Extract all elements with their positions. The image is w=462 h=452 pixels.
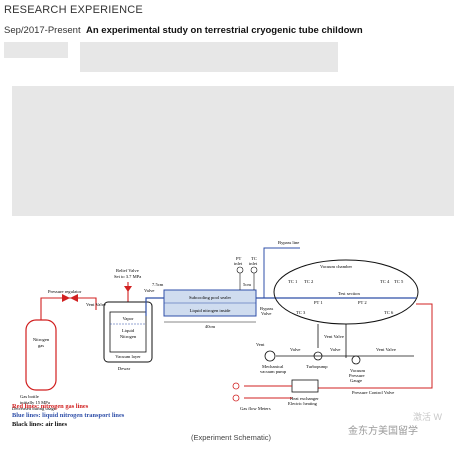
tc1-label: TC 1 (288, 279, 298, 284)
mech-pump (264, 350, 276, 362)
gas-bottle (25, 319, 57, 391)
dim-5-label: 5cm (243, 282, 251, 287)
gas-label-2: gas (38, 343, 44, 348)
tc2-label: TC 2 (304, 279, 314, 284)
entry-date: Sep/2017-Present (4, 25, 81, 36)
watermark-bottom: 金东方美国留学 (348, 426, 418, 437)
vac-gauge-label-2: Pressure (349, 373, 365, 378)
section-heading: RESEARCH EXPERIENCE (4, 4, 143, 16)
ln-inside-label: Liquid nitrogen inside (190, 308, 231, 313)
gas-flow-label: Gas flow Meters (240, 406, 271, 411)
pressure-regulator-label: Pressure regulator (48, 289, 82, 294)
relief-set-label: Set to 3.7 MPa (114, 274, 141, 279)
heat-ex-label-2: Electric heating (288, 401, 318, 406)
nitrogen-inner-label: Nitrogen (120, 334, 137, 339)
valve-b-label: Valve (330, 347, 340, 352)
vac-gauge-label-1: Vacuum (350, 368, 365, 373)
watermark-top: 激活 W (413, 412, 442, 422)
subcooling-label: Subcooling pool sealer (189, 295, 232, 300)
tc4-label: TC 4 (380, 279, 390, 284)
gas-label-1: Nitrogen (33, 337, 50, 342)
valve-a-label: Valve (290, 347, 300, 352)
legend-nitrogen-gas: Red lines: nitrogen gas lines (12, 403, 89, 410)
mech-pump-label-1: Mechanical (262, 364, 284, 369)
vac-gauge-label-3: Gauge (350, 378, 362, 383)
dewar (103, 301, 153, 363)
redacted-block-small (4, 42, 68, 58)
gas-bottle-text-3: Decreased during usage (12, 406, 56, 411)
dim-40-label: 40cm (205, 324, 216, 329)
valve-label: Valve (144, 288, 154, 293)
flow-meter-2 (232, 394, 240, 402)
test-section-label: Test section (338, 291, 360, 296)
flow-meter-1 (232, 382, 240, 390)
heat-ex-label-1: Heat exchanger (290, 396, 319, 401)
legend-ln2-lines: Blue lines: liquid nitrogen transport li… (12, 412, 125, 419)
vapor-label: Vapor (123, 316, 134, 321)
redacted-block-large (12, 86, 454, 216)
dewar-label: Dewar (118, 366, 131, 371)
entry-title: An experimental study on terrestrial cry… (86, 25, 363, 36)
tc-inlet-sub: inlet (249, 261, 258, 266)
pt-inlet-label: PT (236, 256, 242, 261)
figure-caption: (Experiment Schematic) (190, 433, 272, 442)
pt-inlet-sub: inlet (234, 261, 243, 266)
bypass-line (256, 247, 300, 299)
dim-75-label: 7.5cm (152, 282, 164, 287)
vent-left-label: Vent (256, 342, 265, 347)
redacted-block-wide (80, 42, 338, 72)
vent-top-label: Vent Valve (324, 334, 344, 339)
liquid-label: Liquid (122, 328, 135, 333)
ln2-line (145, 297, 164, 316)
regulator-valve (62, 294, 70, 302)
legend-air-lines: Black lines: air lines (12, 421, 68, 428)
bypass-valve-label-2: Valve (261, 311, 271, 316)
pt1-label: PT 1 (314, 300, 323, 305)
experiment-schematic: Nitrogen gas Gas bottle initially 15 MPa… (12, 240, 433, 428)
pt2-label: PT 2 (358, 300, 367, 305)
turbopump (313, 351, 323, 361)
turbopump-label: Turbopump (306, 364, 328, 369)
gas-bottle-text-2: initially 15 MPa (20, 400, 50, 405)
vacuum-chamber-label: Vacuum chamber (320, 264, 352, 269)
tc5-label: TC 5 (394, 279, 404, 284)
mech-pump-label-2: vacuum pump (260, 369, 287, 374)
vac-gauge (351, 355, 361, 365)
vent-valve-left-label: Vent Valve (86, 302, 106, 307)
gas-bottle-text-1: Gas bottle (20, 394, 39, 399)
bypass-valve-label: Bypass (260, 306, 273, 311)
vacuum-layer-label: Vacuum layer (115, 354, 141, 359)
bypass-line-label: Bypass line (278, 240, 299, 245)
tc6-label: TC 6 (384, 310, 394, 315)
tc-inlet-label: TC (251, 256, 257, 261)
tc3-label: TC 3 (296, 310, 306, 315)
vent-right-label: Vent Valve (376, 347, 396, 352)
pressure-ctrl-label: Pressure Control Valve (352, 390, 394, 395)
heat-exchanger (291, 379, 319, 393)
relief-valve-label: Relief Valve (116, 268, 139, 273)
